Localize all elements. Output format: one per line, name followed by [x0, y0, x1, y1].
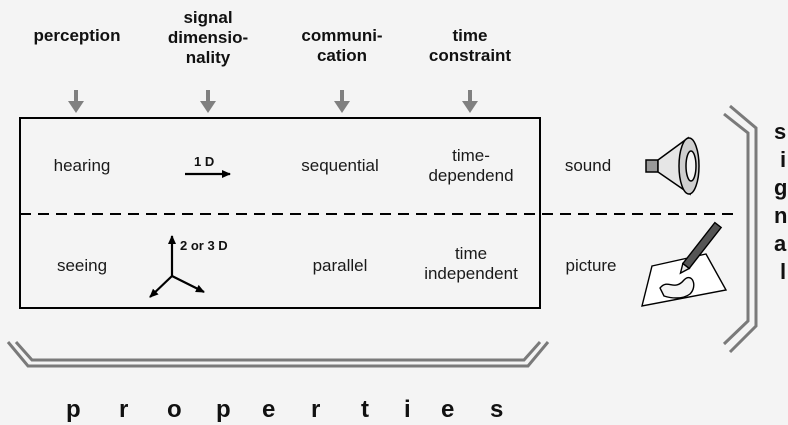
- cell-seeing: seeing: [56, 256, 108, 275]
- properties-letter: i: [404, 396, 411, 423]
- label-2-or-3d: 2 or 3 D: [180, 238, 228, 253]
- properties-letter: s: [490, 396, 504, 423]
- arrow-time: [462, 90, 478, 113]
- properties-brace: [6, 341, 550, 368]
- signal-letter: g: [774, 175, 788, 200]
- cell-sound: sound: [564, 156, 612, 175]
- properties-letter: p: [66, 396, 81, 423]
- signal-letter: i: [780, 147, 787, 172]
- cell-sequential: sequential: [301, 156, 379, 175]
- properties-letter: p: [216, 396, 231, 423]
- speaker-icon: [645, 136, 700, 196]
- header-signal-dimensionality: signal dimensio- nality: [167, 8, 249, 67]
- three-d-axes: [149, 235, 205, 298]
- label-1d: 1 D: [194, 154, 215, 169]
- signal-letter: a: [774, 231, 787, 256]
- header-communication: communi- cation: [301, 26, 383, 65]
- pen-drawing-icon: [641, 221, 728, 307]
- cell-picture: picture: [565, 256, 617, 275]
- cell-time-independent: time independent: [424, 244, 518, 283]
- signal-vertical-label: s i g n a l: [774, 118, 787, 286]
- signal-letter: s: [774, 119, 787, 144]
- properties-letter: r: [311, 396, 321, 423]
- header-perception: perception: [33, 26, 121, 45]
- properties-letter: r: [119, 396, 129, 423]
- arrow-perception: [68, 90, 84, 113]
- signal-letter: l: [780, 259, 787, 284]
- header-arrows: [68, 90, 478, 113]
- arrow-communication: [334, 90, 350, 113]
- cell-parallel: parallel: [312, 256, 368, 275]
- arrow-dimensionality: [200, 90, 216, 113]
- cell-time-dependend: time- dependend: [428, 146, 514, 185]
- properties-letter: t: [361, 396, 369, 423]
- signal-bracket: [722, 104, 758, 354]
- properties-letter: e: [262, 396, 276, 423]
- properties-letter: o: [167, 396, 182, 423]
- header-time-constraint: time constraint: [428, 26, 512, 65]
- cell-hearing: hearing: [53, 156, 111, 175]
- properties-letter: e: [441, 396, 455, 423]
- signal-letter: n: [774, 203, 788, 228]
